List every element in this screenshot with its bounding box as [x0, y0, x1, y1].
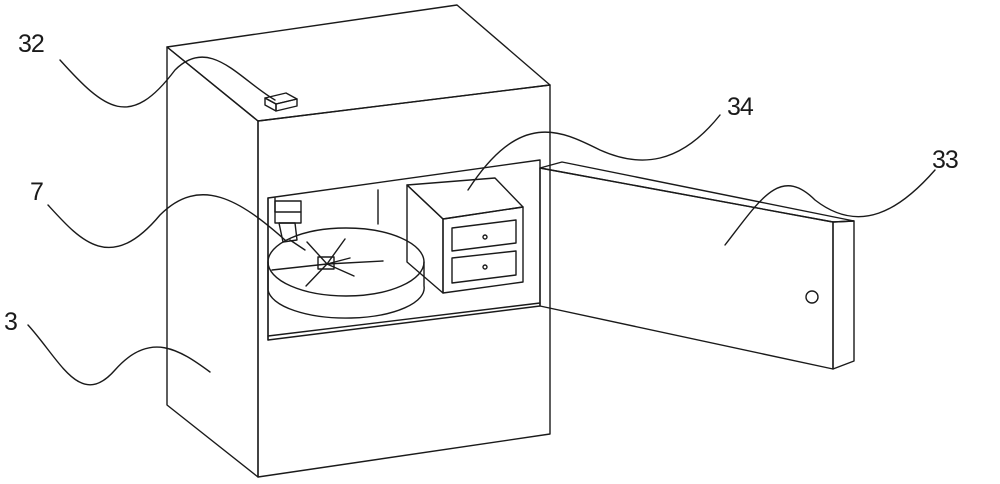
label-33: 33: [932, 146, 958, 174]
leader-3: [28, 325, 210, 385]
door-knob: [806, 291, 818, 303]
leader-34: [468, 115, 720, 190]
cabinet-front-face: [258, 85, 550, 477]
cabinet-body: [167, 5, 550, 477]
drawer-box-side: [407, 185, 443, 293]
leader-lines: [28, 57, 935, 385]
label-3: 3: [4, 308, 17, 336]
label-34: 34: [727, 93, 754, 121]
turntable-rim: [268, 262, 424, 318]
door-side-edge: [833, 221, 854, 369]
cabinet-side-face: [167, 47, 258, 477]
label-7: 7: [30, 178, 43, 206]
turntable-spokes: [272, 239, 383, 286]
compartment-opening: [268, 160, 540, 340]
drawer-box-top: [407, 178, 523, 219]
reference-labels: 32 34 33 7 3: [4, 30, 958, 336]
cabinet-top-face: [167, 5, 550, 121]
drawer-lower-knob: [483, 265, 487, 269]
compartment: [268, 160, 540, 340]
turntable-assembly: [268, 201, 424, 318]
door-panel: [540, 168, 833, 369]
top-button-front: [276, 99, 297, 111]
turntable-top: [268, 228, 424, 296]
drawer-lower: [452, 251, 516, 283]
door-top-edge: [540, 162, 854, 222]
drawer-upper-knob: [483, 235, 487, 239]
top-button: [265, 93, 297, 111]
label-32: 32: [18, 30, 44, 58]
